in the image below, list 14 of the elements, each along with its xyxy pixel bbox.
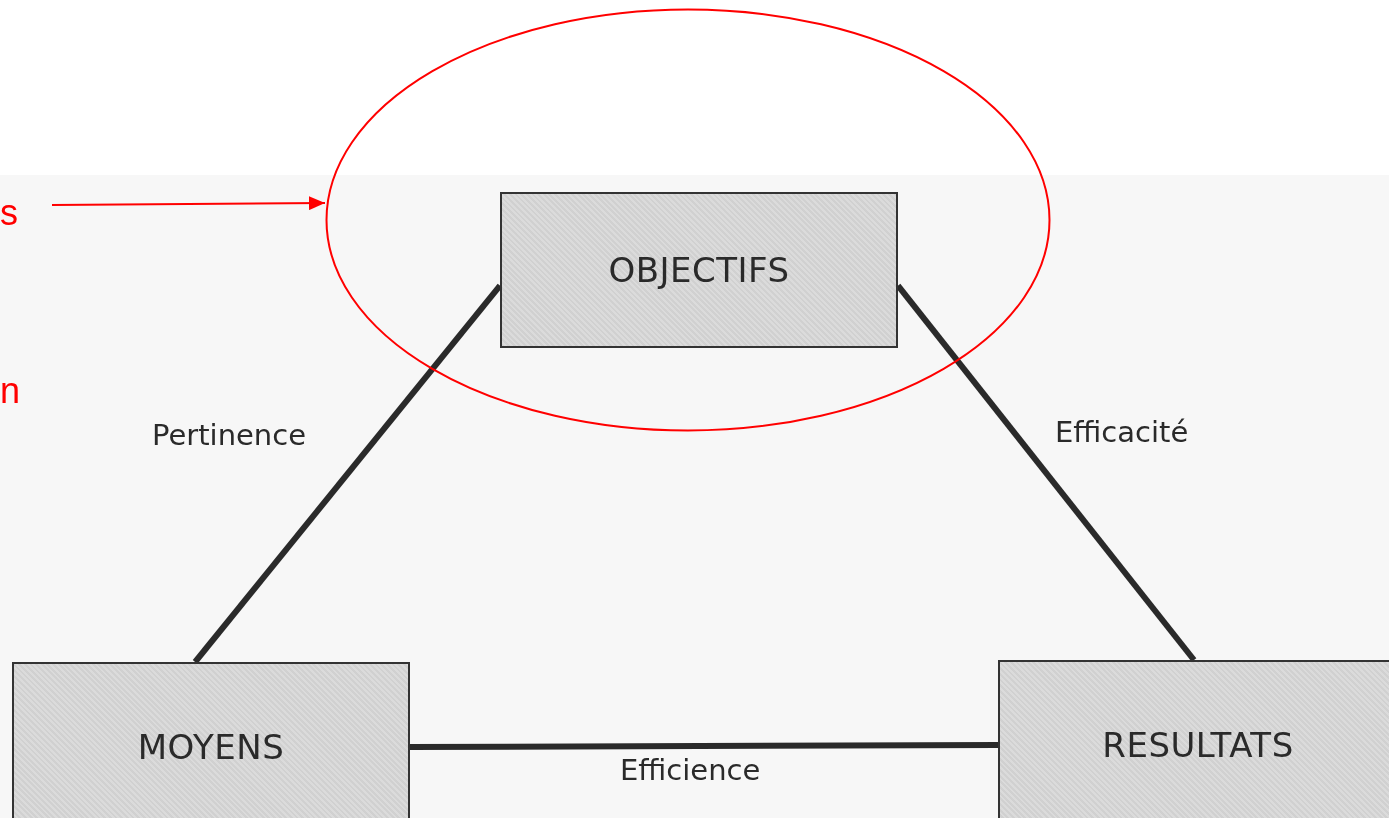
concept-box [12, 662, 410, 818]
edge-label: Efficacité [1055, 415, 1189, 449]
arrow [51, 196, 326, 211]
edge-label: Efficience [620, 753, 761, 787]
text-fragment: s [0, 192, 18, 234]
text-fragment: n [0, 370, 21, 412]
connector-line [410, 742, 998, 750]
edge-label: Pertinence [152, 418, 307, 452]
box-label: OBJECTIFS [608, 250, 790, 290]
highlight-ellipse [325, 8, 1051, 432]
concept-box [998, 660, 1389, 818]
box-label: MOYENS [137, 727, 285, 767]
box-label: RESULTATS [1102, 725, 1294, 765]
concept-box [500, 192, 898, 348]
